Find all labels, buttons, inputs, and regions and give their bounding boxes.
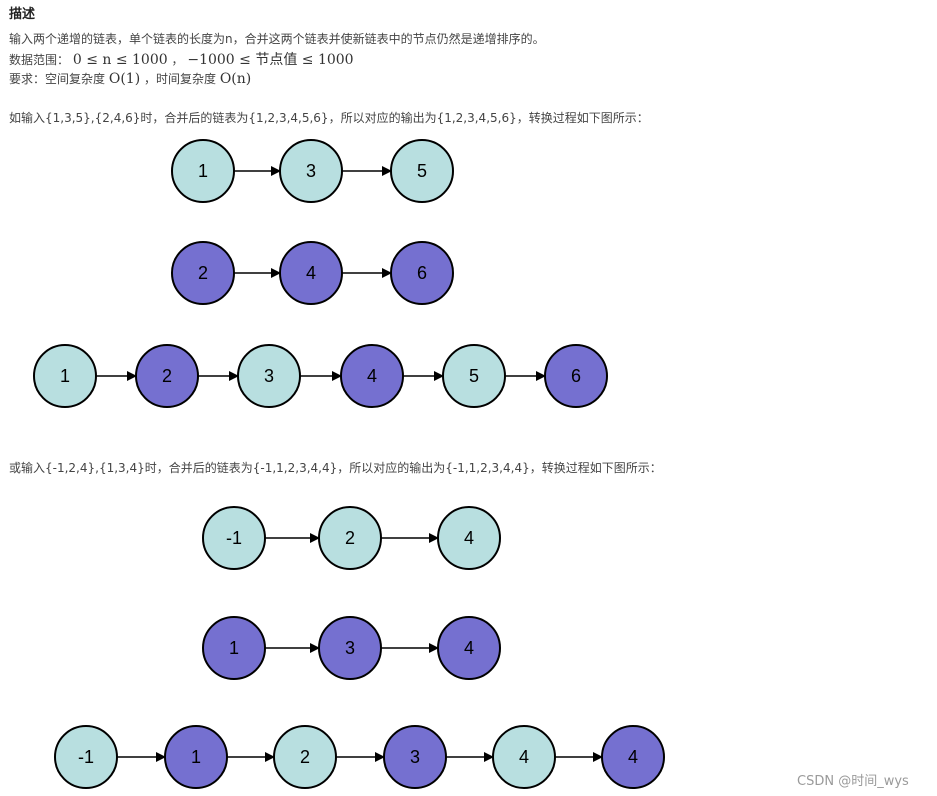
example2-second-node-2 <box>318 616 382 680</box>
example2-merged-node-3 <box>273 725 337 789</box>
example2-second-node-label-1: 1 <box>229 638 239 658</box>
example2-merged-node-label-1: -1 <box>78 747 94 767</box>
example1-second-node-label-1: 2 <box>198 263 208 283</box>
data-range-line: 数据范围： 0 ≤ n ≤ 1000 ， −1000 ≤ 节点值 ≤ 1000 <box>9 49 354 69</box>
example1-merged-node-1 <box>33 344 97 408</box>
example1-merged-node-4 <box>340 344 404 408</box>
example1-first-node-label-1: 1 <box>198 161 208 181</box>
example1-first-node-label-3: 5 <box>417 161 427 181</box>
example2-merged-node-4 <box>383 725 447 789</box>
complexity-requirement-line: 要求：空间复杂度 O(1) ，时间复杂度 O(n) <box>9 70 251 87</box>
example1-merged-node-label-4: 4 <box>367 366 377 386</box>
example1-merged-node-label-3: 3 <box>264 366 274 386</box>
example2-merged-node-label-6: 4 <box>628 747 638 767</box>
example1-merged-node-3 <box>237 344 301 408</box>
example2-first-node-2 <box>318 506 382 570</box>
example1-merged-node-6 <box>544 344 608 408</box>
example1-first-node-1 <box>171 139 235 203</box>
example1-merged-node-label-1: 1 <box>60 366 70 386</box>
example1-merged-node-2 <box>135 344 199 408</box>
example1-first-node-label-2: 3 <box>306 161 316 181</box>
requirement-label: 要求：空间复杂度 <box>9 72 106 86</box>
data-range-formula-n: 0 ≤ n ≤ 1000 <box>72 52 168 68</box>
example2-merged-node-6 <box>601 725 665 789</box>
example2-merged-node-label-4: 3 <box>410 747 420 767</box>
data-range-separator: ， <box>171 53 184 67</box>
example2-merged-node-2 <box>164 725 228 789</box>
example1-second-node-2 <box>279 241 343 305</box>
requirement-mid: ，时间复杂度 <box>143 72 216 86</box>
example2-merged-node-label-5: 4 <box>519 747 529 767</box>
example1-merged-node-5 <box>442 344 506 408</box>
example2-first-node-1 <box>202 506 266 570</box>
example1-first-node-3 <box>390 139 454 203</box>
example2-first-node-label-1: -1 <box>226 528 242 548</box>
example2-merged-node-label-2: 1 <box>191 747 201 767</box>
problem-statement: 输入两个递增的链表，单个链表的长度为n，合并这两个链表并使新链表中的节点仍然是递… <box>9 32 545 46</box>
example2-merged-node-1 <box>54 725 118 789</box>
example1-second-node-label-3: 6 <box>417 263 427 283</box>
time-complexity: O(n) <box>219 71 252 87</box>
example1-merged-node-label-6: 6 <box>571 366 581 386</box>
example2-second-node-label-2: 3 <box>345 638 355 658</box>
example1-merged-node-label-2: 2 <box>162 366 172 386</box>
example-2-text: 或输入{-1,2,4},{1,3,4}时，合并后的链表为{-1,1,2,3,4,… <box>9 461 662 475</box>
space-complexity: O(1) <box>108 71 141 87</box>
example2-first-node-3 <box>437 506 501 570</box>
problem-title: 描述 <box>9 7 36 22</box>
example2-merged-node-label-3: 2 <box>300 747 310 767</box>
example2-second-node-3 <box>437 616 501 680</box>
example1-first-node-2 <box>279 139 343 203</box>
example2-merged-node-5 <box>492 725 556 789</box>
example1-second-node-3 <box>390 241 454 305</box>
example-1-text: 如输入{1,3,5},{2,4,6}时，合并后的链表为{1,2,3,4,5,6}… <box>9 111 649 125</box>
watermark: CSDN @时间_wys <box>797 774 909 789</box>
data-range-formula-value: −1000 ≤ 节点值 ≤ 1000 <box>187 52 354 68</box>
example2-second-node-label-3: 4 <box>464 638 474 658</box>
example2-first-node-label-2: 2 <box>345 528 355 548</box>
example2-second-node-1 <box>202 616 266 680</box>
example2-first-node-label-3: 4 <box>464 528 474 548</box>
data-range-label: 数据范围： <box>9 53 70 67</box>
example1-second-node-label-2: 4 <box>306 263 316 283</box>
example1-merged-node-label-5: 5 <box>469 366 479 386</box>
example1-second-node-1 <box>171 241 235 305</box>
